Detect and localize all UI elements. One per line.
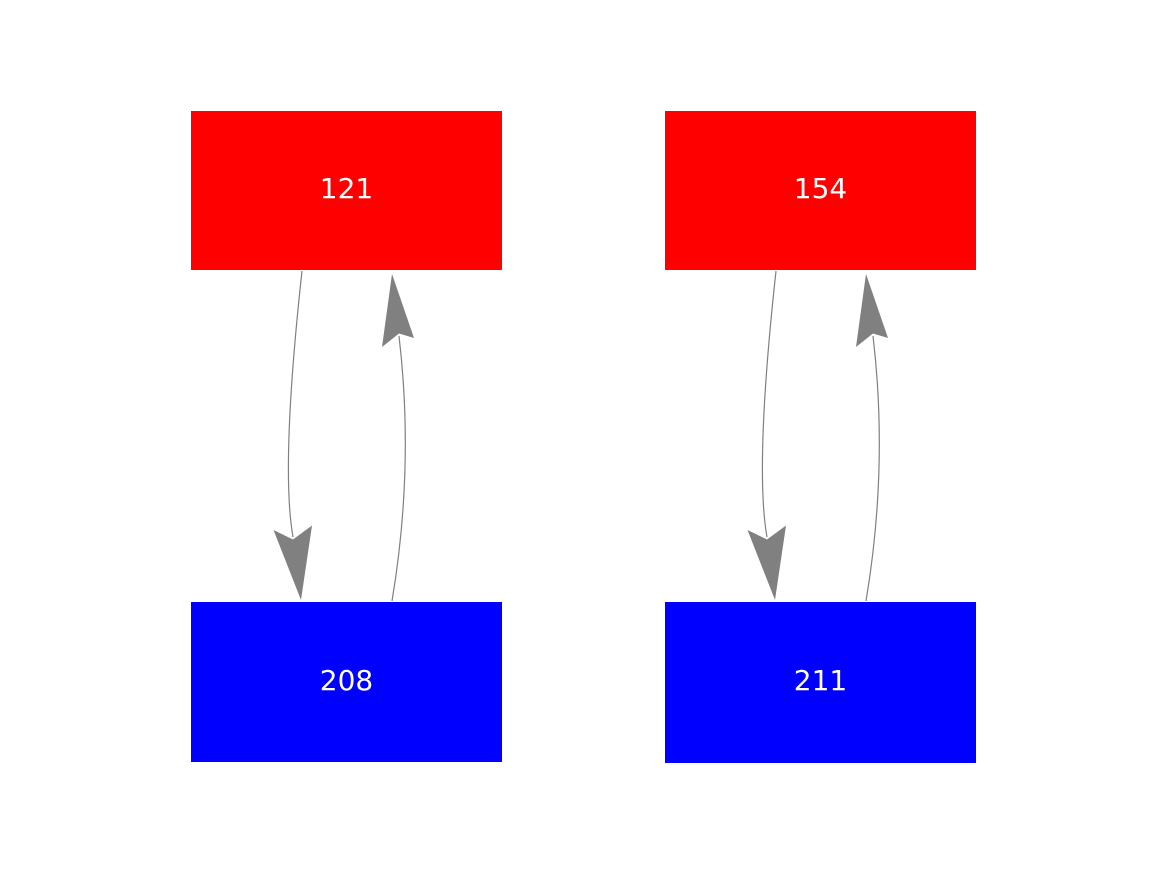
- node-211: 211: [665, 602, 976, 763]
- node-rect: [191, 111, 502, 270]
- edge-208-to-121: [382, 274, 414, 602]
- arrowhead-up-icon: [382, 274, 414, 347]
- edge-154-to-211: [747, 270, 786, 600]
- node-label: 154: [794, 172, 847, 205]
- edge-211-to-154: [856, 274, 888, 602]
- edge-line: [865, 335, 880, 602]
- node-154: 154: [665, 111, 976, 270]
- arrowhead-down-icon: [747, 525, 786, 600]
- node-label: 211: [794, 664, 847, 697]
- node-label: 208: [320, 664, 373, 697]
- edge-line: [761, 270, 777, 538]
- arrowhead-up-icon: [856, 274, 888, 347]
- node-121: 121: [191, 111, 502, 270]
- node-rect: [191, 602, 502, 762]
- edge-line: [391, 335, 406, 602]
- arrowhead-down-icon: [273, 525, 312, 600]
- edge-121-to-208: [273, 270, 312, 600]
- edge-line: [287, 270, 303, 538]
- node-rect: [665, 111, 976, 270]
- node-rect: [665, 602, 976, 763]
- node-label: 121: [320, 172, 373, 205]
- node-208: 208: [191, 602, 502, 762]
